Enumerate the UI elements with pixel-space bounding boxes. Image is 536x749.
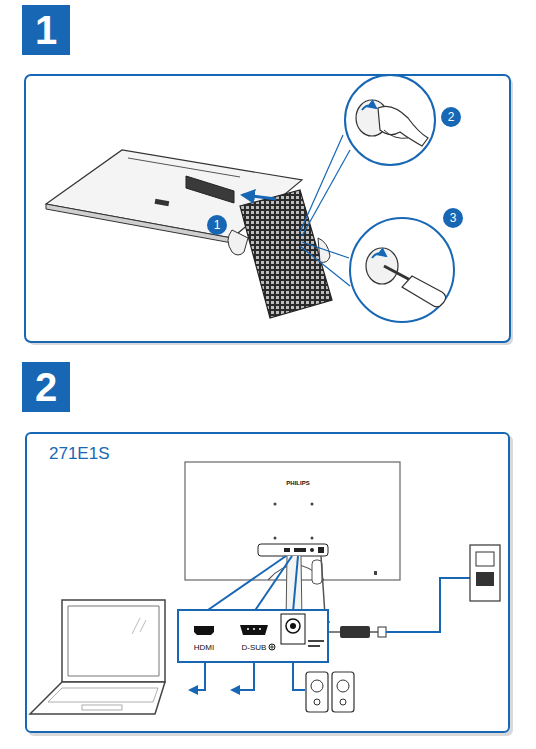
cables-part (378, 627, 386, 637)
port-box-part (308, 645, 320, 647)
cables-part (254, 556, 292, 612)
cables-part (232, 662, 254, 690)
zoom-screwdriver (350, 218, 454, 322)
wall-outlet-part (476, 552, 494, 566)
cables-part (340, 626, 370, 638)
monitor-back-part (312, 560, 322, 584)
cables-part (370, 631, 378, 633)
monitor-figure-part (128, 158, 240, 177)
port-box-part (308, 640, 324, 642)
laptop-part (48, 688, 158, 702)
port-box-part (253, 628, 255, 630)
speakers-part (306, 672, 328, 712)
monitor-back-part (284, 548, 290, 552)
zoom-thumbscrew-part (345, 75, 435, 165)
monitor-figure-part (155, 199, 170, 206)
monitor-back-part (311, 537, 314, 540)
step-number: 2 (22, 362, 70, 412)
model-panel: 271E1S (25, 432, 510, 733)
zoom-screwdriver-part (402, 276, 446, 307)
zoom-thumbscrew-part (362, 105, 376, 110)
speakers-part (340, 699, 346, 705)
port-box-part (178, 610, 328, 662)
port-box-part (286, 619, 300, 633)
monitor-back (185, 462, 400, 622)
monitor-back-part (374, 571, 377, 575)
zoom-screwdriver-part (366, 248, 398, 284)
panel-shadow (25, 432, 513, 736)
monitor-back-part (318, 547, 324, 553)
number-text: 2 (35, 365, 57, 410)
port-box-part (290, 623, 296, 629)
zoom-lines (300, 135, 350, 286)
cables-part (293, 556, 298, 612)
port-name: HDMI (194, 643, 214, 652)
port-box (178, 610, 328, 662)
callout-number: 3 (443, 208, 463, 228)
laptop-part (30, 682, 165, 714)
number-text: 2 (448, 110, 455, 124)
stand-base-part (240, 190, 332, 318)
stand-base-part (243, 195, 276, 199)
speakers-part (314, 699, 320, 705)
monitor-back-part (274, 503, 277, 506)
port-box-part (240, 625, 268, 635)
speakers (306, 672, 354, 712)
speakers-part (332, 672, 354, 712)
callout-number: 2 (441, 107, 461, 127)
laptop (30, 600, 165, 714)
port-box-part (272, 645, 273, 649)
port-name: D-SUB (242, 643, 267, 652)
port-box-part (247, 628, 249, 630)
wall-outlet-part (470, 545, 500, 601)
stand-base-part (228, 230, 248, 255)
model-name: 271E1S (49, 444, 486, 464)
zoom-lines-part (300, 135, 343, 232)
wall-outlet (470, 545, 500, 601)
wall-outlet-part (476, 572, 494, 586)
step-panel-part (25, 75, 510, 342)
stand-base-part (318, 238, 330, 262)
zoom-lines-part (302, 242, 349, 258)
zoom-screwdriver-part (372, 253, 386, 258)
zoom-thumbscrew-part (384, 130, 408, 138)
laptop-part (62, 600, 165, 682)
laptop-part (82, 705, 122, 710)
zoom-screwdriver-part (350, 218, 454, 322)
cables-part (190, 662, 205, 690)
number-text: 3 (450, 211, 457, 225)
monitor-back-part (274, 537, 277, 540)
speakers-part (311, 680, 323, 692)
port-box-part (281, 614, 305, 644)
zoom-lines-part (302, 150, 350, 236)
port-box-part (269, 644, 275, 650)
monitor-back-part (258, 544, 328, 556)
monitor-figure-part (46, 204, 232, 243)
monitor-figure-part (186, 176, 234, 203)
laptop-part (140, 620, 146, 632)
laptop-part (68, 606, 159, 676)
panel-shadow-part (25, 432, 510, 733)
monitor-back-part (294, 548, 306, 552)
brand-name: PHILIPS (286, 480, 309, 486)
cables-part (386, 578, 476, 632)
zoom-lines-part (300, 246, 350, 286)
number-text: 1 (214, 218, 221, 232)
step-number: 1 (22, 5, 70, 55)
speakers-part (337, 680, 349, 692)
callout-number: 1 (207, 215, 227, 235)
port-box-part (259, 628, 261, 630)
step-panel (25, 75, 513, 345)
monitor-back-part (310, 548, 314, 552)
monitor-back-part (311, 503, 314, 506)
laptop-part (132, 618, 140, 634)
zoom-thumbscrew-part (378, 106, 428, 146)
number-text: 1 (35, 8, 57, 53)
zoom-thumbscrew (345, 75, 435, 165)
port-box-part (194, 626, 214, 635)
